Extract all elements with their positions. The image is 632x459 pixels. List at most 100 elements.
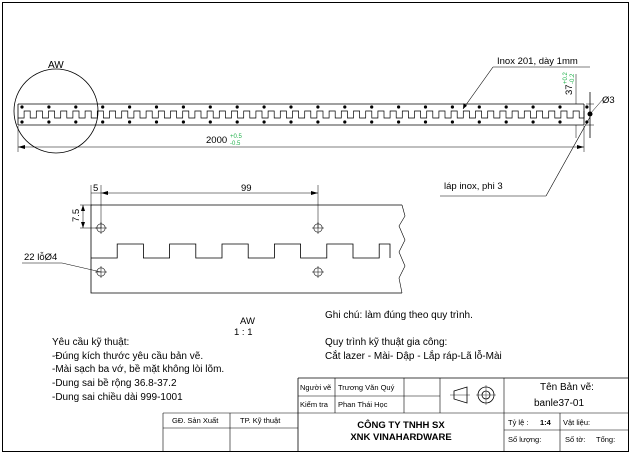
hole-center-mark: [312, 266, 324, 278]
strip-hole: [370, 120, 374, 124]
company-name-line2: XNK VINAHARDWARE: [350, 432, 451, 443]
strip-hole: [20, 105, 24, 109]
strip-hole: [423, 120, 428, 124]
strip-hole: [181, 120, 185, 124]
requirement-line: -Dung sai bề rộng 36.8-37.2: [52, 377, 177, 389]
pin-marker: [587, 92, 605, 138]
scale-label: Tỷ lệ :: [508, 418, 528, 427]
height-dimension: [575, 74, 594, 138]
strip-holes: [20, 105, 589, 124]
detail-break-line: [398, 204, 406, 294]
strip-hole: [74, 105, 78, 109]
strip-knuckle-line: [18, 110, 585, 119]
length-tol-lower: -0.5: [230, 141, 241, 147]
prod-manager-label: GĐ. Sản Xuất: [172, 416, 219, 425]
length-tol-upper: +0.5: [230, 134, 243, 140]
strip-hole: [154, 120, 159, 124]
strip-hole: [477, 105, 481, 109]
tech-manager-label: TP. Kỹ thuật: [240, 416, 281, 425]
process-steps: Cắt lazer - Mài- Dập - Lắp ráp-Lã lỗ-Mài: [325, 349, 502, 362]
detail-dim-pitch: 99: [241, 183, 252, 194]
role-checker: Kiểm tra: [300, 400, 329, 409]
material-note: Inox 201, dày 1mm: [497, 56, 578, 67]
strip-hole: [235, 120, 239, 124]
process-title: Quy trình kỹ thuật gia công:: [325, 337, 447, 348]
material-label: Vật liệu:: [563, 418, 590, 427]
drawing-name: banle37-01: [534, 398, 584, 409]
detail-view: [22, 185, 406, 294]
strip-hole: [558, 105, 562, 109]
strip-hole: [74, 120, 78, 124]
strip-hole: [343, 120, 347, 124]
height-tol-lower: -0.2: [570, 73, 576, 84]
strip-hole: [370, 105, 374, 109]
strip-hole: [262, 120, 266, 124]
detail-holes: [95, 222, 324, 278]
strip-hole: [289, 105, 293, 109]
strip-hole: [585, 105, 589, 109]
general-note: Ghi chú: làm đúng theo quy trình.: [325, 310, 473, 321]
quantity-label: Số lượng:: [508, 435, 541, 444]
height-tol-upper: +0.2: [563, 71, 569, 84]
length-dimension: [17, 126, 585, 152]
detail-knuckle-line: [91, 243, 391, 259]
role-creator: Người vẽ: [300, 383, 331, 392]
detail-scale: 1 : 1: [234, 327, 253, 338]
strip-hole: [450, 120, 455, 124]
hole-dim: Ø3: [602, 95, 615, 106]
strip-hole: [101, 120, 105, 124]
sheet-border: [2, 2, 629, 452]
detail-outline: [90, 204, 402, 294]
strip-hole: [558, 120, 562, 124]
detail-dim-height: 7.5: [71, 209, 82, 222]
height-dim-value: 37: [564, 84, 575, 95]
strip-hole: [208, 105, 212, 109]
strip-hole: [47, 105, 51, 109]
hole-center-mark: [312, 222, 324, 234]
projection-symbol-icon: [450, 385, 496, 405]
detail-circle-label: AW: [48, 60, 64, 71]
total-label: Tổng:: [596, 435, 615, 444]
strip-hole: [289, 120, 293, 124]
strip-hole: [397, 105, 401, 109]
strip-hole: [397, 120, 401, 124]
sheet-label: Số tờ:: [565, 435, 585, 444]
strip-hole: [128, 120, 132, 124]
detail-dim-offset: 5: [93, 183, 98, 194]
strip-hole: [101, 105, 105, 109]
hole-center-mark: [95, 222, 107, 234]
assembly-note: láp inox, phi 3: [444, 181, 503, 192]
detail-holes-note: 22 lỗØ4: [24, 252, 57, 263]
detail-title: AW: [240, 316, 255, 327]
strip-hole: [128, 105, 132, 109]
strip-hole: [531, 105, 535, 109]
detail-circle: [13, 68, 99, 154]
checker-name: Phan Thái Học: [338, 400, 388, 409]
requirement-line: -Mài sạch ba vớ, bề mặt không lòi lõm.: [52, 363, 224, 375]
strip-hole: [316, 105, 320, 109]
strip-hole: [450, 105, 455, 109]
strip-hole: [154, 105, 159, 109]
hinge-strip-view: [17, 103, 589, 126]
strip-hole: [20, 120, 24, 124]
scale-value: 1:4: [540, 418, 552, 427]
length-dim-value: 2000: [206, 135, 227, 146]
strip-hole: [504, 105, 508, 109]
drawing-name-label: Tên Bản vẽ:: [540, 382, 594, 393]
strip-hole: [47, 120, 51, 124]
strip-hole: [477, 120, 481, 124]
assembly-leader: [440, 116, 591, 197]
company-name-line1: CÔNG TY TNHH SX: [357, 419, 445, 431]
strip-hole: [316, 120, 320, 124]
strip-hole: [531, 120, 535, 124]
requirement-line: -Đúng kích thước yêu cầu bản vẽ.: [52, 350, 203, 362]
strip-hole: [208, 120, 212, 124]
creator-name: Trương Văn Quý: [338, 383, 395, 392]
strip-hole: [235, 105, 239, 109]
material-leader: [462, 66, 590, 110]
requirements-title: Yêu cầu kỹ thuật:: [52, 336, 129, 348]
strip-hole: [504, 120, 508, 124]
title-block: [162, 377, 628, 451]
strip-hole: [181, 105, 185, 109]
